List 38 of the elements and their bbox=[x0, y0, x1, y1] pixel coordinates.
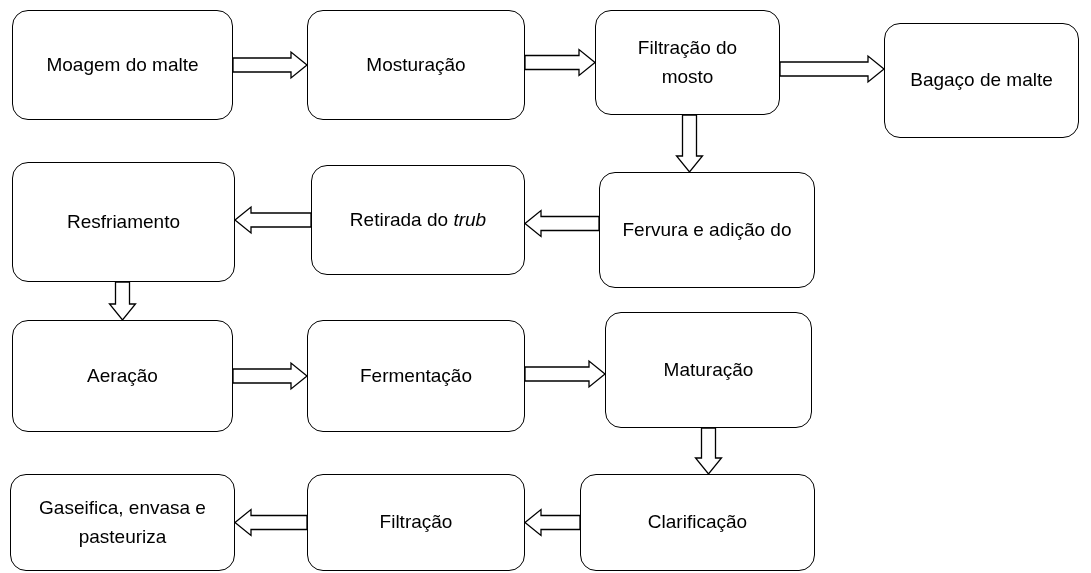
block-arrow bbox=[523, 209, 600, 238]
block-arrow bbox=[779, 54, 886, 84]
block-arrow bbox=[675, 114, 704, 174]
block-arrow bbox=[232, 361, 309, 391]
process-box bbox=[12, 10, 233, 120]
block-arrow bbox=[694, 427, 723, 476]
block-arrow bbox=[524, 359, 607, 389]
process-box bbox=[605, 312, 812, 428]
step-label: Mosturação bbox=[366, 52, 466, 77]
step-label: Bagaço de malte bbox=[910, 68, 1053, 93]
process-box bbox=[884, 23, 1079, 138]
block-arrow bbox=[232, 50, 309, 80]
process-box bbox=[10, 474, 235, 571]
step-label: Fervura e adição do bbox=[622, 217, 792, 242]
step-label: Filtração bbox=[379, 510, 453, 535]
process-box bbox=[12, 320, 233, 432]
step-label: Fermentação bbox=[360, 363, 472, 388]
step-label: Resfriamento bbox=[67, 209, 180, 234]
process-box bbox=[599, 172, 815, 288]
step-label: Maturação bbox=[663, 357, 754, 382]
process-box bbox=[307, 320, 525, 432]
block-arrow bbox=[233, 205, 312, 235]
step-label: Retirada do trub bbox=[349, 207, 487, 232]
block-arrow bbox=[523, 508, 581, 537]
process-box bbox=[307, 474, 525, 571]
step-label: Gaseifica, envasa e pasteuriza bbox=[38, 496, 207, 549]
process-box bbox=[311, 165, 525, 275]
process-box bbox=[595, 10, 780, 115]
process-box bbox=[12, 162, 235, 282]
block-arrow bbox=[108, 281, 137, 322]
step-label: Aeração bbox=[87, 363, 158, 388]
process-box bbox=[307, 10, 525, 120]
process-box bbox=[580, 474, 815, 571]
step-label: Clarificação bbox=[647, 510, 748, 535]
step-label: Moagem do malte bbox=[46, 52, 199, 77]
step-label: Filtração do mosto bbox=[636, 36, 739, 89]
block-arrow bbox=[524, 48, 597, 77]
block-arrow bbox=[233, 508, 308, 537]
